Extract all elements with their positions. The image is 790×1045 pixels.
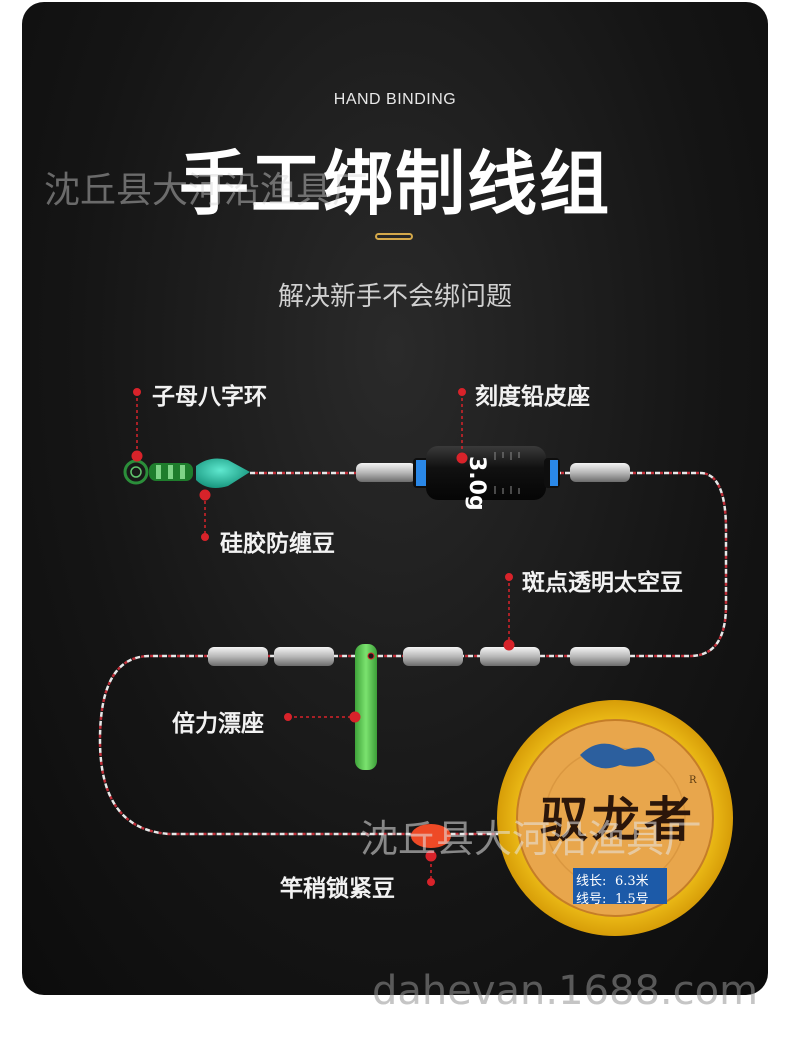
label-swivel: 子母八字环 — [152, 384, 267, 410]
label-silicone-bean: 硅胶防缠豆 — [220, 531, 335, 557]
watermark-bottom: dahevan.1688.com — [372, 968, 759, 1014]
spool-size-value: 1.5号 — [615, 892, 649, 907]
weight-seat-icon — [413, 446, 560, 500]
silicone-bean-icon — [196, 458, 250, 488]
tagline: 解决新手不会绑问题 — [277, 282, 512, 312]
label-float-seat: 倍力漂座 — [172, 711, 264, 737]
spool-icon — [497, 700, 733, 936]
english-subtitle: HAND BINDING — [333, 91, 457, 108]
spool-length-value: 6.3米 — [615, 874, 649, 889]
lock-bean-icon — [411, 824, 451, 848]
swivel-icon — [123, 459, 193, 485]
gold-divider — [375, 233, 413, 240]
space-bean-icons — [208, 463, 630, 666]
watermark-middle: 沈丘县大河沿渔具厂 — [360, 817, 703, 861]
float-seat-icon — [355, 644, 377, 770]
callout-markers — [131, 388, 515, 886]
label-space-bean: 斑点透明太空豆 — [522, 570, 683, 596]
label-lock-bean: 竿稍锁紧豆 — [280, 876, 395, 902]
page-title: 手工绑制线组 — [179, 143, 611, 225]
spool-brand: 驭龙者 — [540, 792, 697, 848]
watermark-top: 沈丘县大河沿渔具厂 — [44, 170, 369, 211]
fishing-line — [98, 471, 728, 836]
spool-size-label: 线号: — [576, 892, 607, 907]
weight-value-label: 3.0g — [464, 456, 489, 511]
label-weight-seat: 刻度铅皮座 — [475, 384, 590, 410]
registered-mark: R — [689, 775, 697, 786]
spool-length-label: 线长: — [576, 874, 607, 889]
